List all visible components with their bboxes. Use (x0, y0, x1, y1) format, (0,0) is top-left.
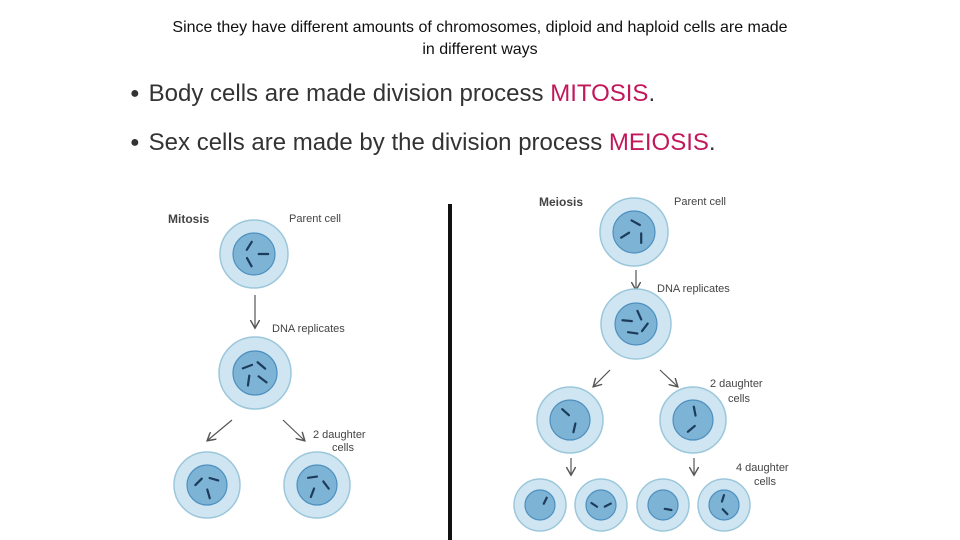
cell-nucleus (186, 464, 228, 506)
meiosis-4daughters-label-1: 4 daughter (736, 462, 789, 474)
meiosis-parent-label: Parent cell (674, 196, 726, 208)
bullet-highlight-mitosis: MITOSIS (550, 80, 649, 107)
chromosome (256, 361, 267, 370)
chromosome (561, 408, 571, 417)
chromosome (636, 309, 643, 321)
chromosome (245, 240, 253, 251)
chromosome (306, 475, 319, 479)
meiosis-arrow-left (594, 369, 611, 386)
bullet-end: . (708, 129, 716, 156)
mitosis-daughters-label-2: cells (332, 442, 355, 454)
chromosome (322, 480, 330, 490)
meiosis-daughter-cell-1 (536, 386, 604, 454)
chromosome (241, 363, 254, 370)
chromosome (630, 219, 641, 227)
bullet-dot-icon: ● (130, 85, 140, 102)
meiosis-2daughters-label-1: 2 daughter (710, 378, 763, 390)
mitosis-arrow-right (282, 419, 304, 440)
meiosis-dna-label: DNA replicates (657, 283, 730, 295)
cell-nucleus (549, 399, 591, 441)
meiosis-granddaughter-cell-3 (636, 478, 690, 532)
meiosis-granddaughter-cell-1 (513, 478, 567, 532)
cell-nucleus (672, 399, 714, 441)
chromosome (721, 508, 729, 516)
cells-group (173, 197, 751, 532)
bullet-text: Body cells are made division process (148, 80, 551, 107)
cell-nucleus (708, 489, 740, 521)
chromosome (245, 256, 253, 268)
chromosome (572, 422, 577, 434)
mitosis-parent-label: Parent cell (289, 213, 341, 225)
meiosis-2daughters-label-2: cells (728, 393, 751, 405)
chromosome (603, 502, 612, 508)
bullet-meiosis: ● Sex cells are made by the division proc… (130, 129, 716, 157)
cell-nucleus (612, 210, 656, 254)
mitosis-replicated-cell (218, 336, 292, 410)
mitosis-daughter-cell-1 (173, 451, 241, 519)
chromosome (194, 477, 203, 487)
meiosis-daughter-cell-2 (659, 386, 727, 454)
chromosome (686, 424, 696, 433)
chromosome (309, 487, 316, 499)
chromosome (257, 375, 268, 384)
diagram-divider (448, 204, 452, 540)
meiosis-parent-cell (599, 197, 669, 267)
mitosis-dna-label: DNA replicates (272, 323, 345, 335)
chromosome (619, 231, 631, 239)
cell-nucleus (296, 464, 338, 506)
cell-nucleus (585, 489, 617, 521)
chromosome (542, 496, 548, 505)
slide-title-line-1: Since they have different amounts of chr… (172, 19, 788, 36)
bullet-highlight-meiosis: MEIOSIS (608, 129, 709, 156)
meiosis-granddaughter-cell-2 (574, 478, 628, 532)
cell-nucleus (232, 232, 276, 276)
meiosis-granddaughter-cell-4 (697, 478, 751, 532)
mitosis-parent-cell (219, 219, 289, 289)
meiosis-replicated-cell (600, 288, 672, 360)
cell-nucleus (232, 350, 278, 396)
cell-nucleus (614, 302, 658, 346)
mitosis-daughter-cell-2 (283, 451, 351, 519)
chromosome (640, 322, 649, 333)
chromosome (246, 374, 251, 387)
slide-title-line-2: in different ways (422, 41, 538, 58)
mitosis-heading: Mitosis (168, 212, 210, 226)
chromosome (621, 319, 633, 323)
bullet-end: . (648, 80, 656, 107)
bullet-text: Sex cells are made by the division proce… (148, 129, 609, 156)
meiosis-4daughters-label-2: cells (754, 476, 777, 488)
chromosome (663, 507, 673, 512)
chromosome (206, 488, 211, 500)
mitosis-arrow-left (208, 419, 233, 440)
cell-nucleus (524, 489, 556, 521)
meiosis-arrow-right (659, 369, 677, 386)
meiosis-heading: Meiosis (539, 195, 583, 209)
bullet-mitosis: ● Body cells are made division process MI… (130, 80, 655, 108)
chromosome (692, 405, 697, 417)
bullet-dot-icon: ● (130, 134, 140, 151)
mitosis-daughters-label-1: 2 daughter (313, 429, 366, 441)
chromosome (590, 501, 599, 508)
chromosome (720, 494, 726, 503)
cell-nucleus (647, 489, 679, 521)
chromosome (208, 476, 220, 482)
chromosome (626, 331, 639, 335)
slide-title: Since they have different amounts of chr… (120, 17, 840, 61)
